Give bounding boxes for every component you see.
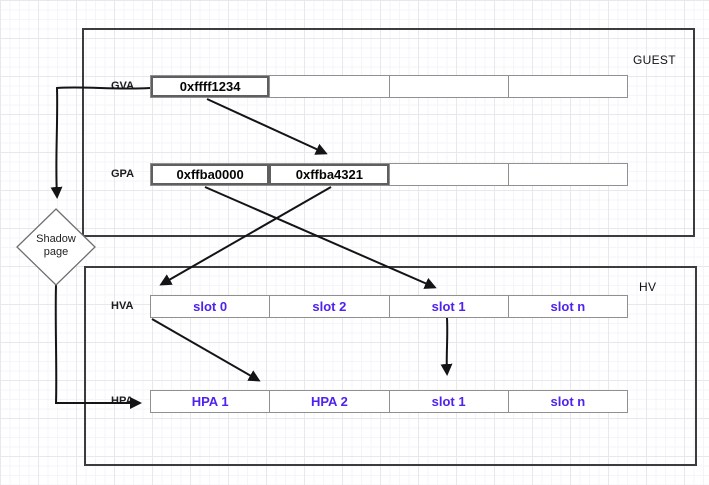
gva-cell-1 <box>269 76 389 97</box>
gva-cell-0: 0xffff1234 <box>151 76 270 97</box>
gpa-cell-3 <box>507 164 627 185</box>
hpa-cell-slot-n: slot n <box>507 391 627 412</box>
hva-cell-slot-1: slot 1 <box>388 296 508 317</box>
hpa-row: HPA 1 HPA 2 slot 1 slot n <box>150 390 628 413</box>
gpa-cell-0: 0xffba0000 <box>151 164 270 185</box>
hpa-cell-hpa-2: HPA 2 <box>269 391 389 412</box>
gpa-cell-1: 0xffba4321 <box>269 164 389 185</box>
gva-cell-3 <box>507 76 627 97</box>
gpa-cell-2 <box>388 164 508 185</box>
gpa-row-label: GPA <box>111 168 135 180</box>
hva-cell-slot-n: slot n <box>507 296 627 317</box>
hpa-cell-hpa-1: HPA 1 <box>151 391 270 412</box>
shadow-page-node: Shadow page <box>16 233 96 259</box>
guest-box: GUEST <box>82 28 695 237</box>
hv-box-label: HV <box>639 280 657 294</box>
hpa-cell-slot-1: slot 1 <box>388 391 508 412</box>
gva-row-label: GVA <box>111 80 135 92</box>
shadow-page-label-line1: Shadow <box>36 233 76 245</box>
gva-row: 0xffff1234 <box>150 75 628 98</box>
hva-row-label: HVA <box>111 300 134 312</box>
shadow-page-label-line2: page <box>43 246 69 258</box>
guest-box-label: GUEST <box>633 53 676 67</box>
hva-cell-slot-2: slot 2 <box>269 296 389 317</box>
hva-cell-slot-0: slot 0 <box>151 296 270 317</box>
gva-cell-2 <box>388 76 508 97</box>
hva-row: slot 0 slot 2 slot 1 slot n <box>150 295 628 318</box>
hpa-row-label: HPA <box>111 395 134 407</box>
gpa-row: 0xffba0000 0xffba4321 <box>150 163 628 186</box>
